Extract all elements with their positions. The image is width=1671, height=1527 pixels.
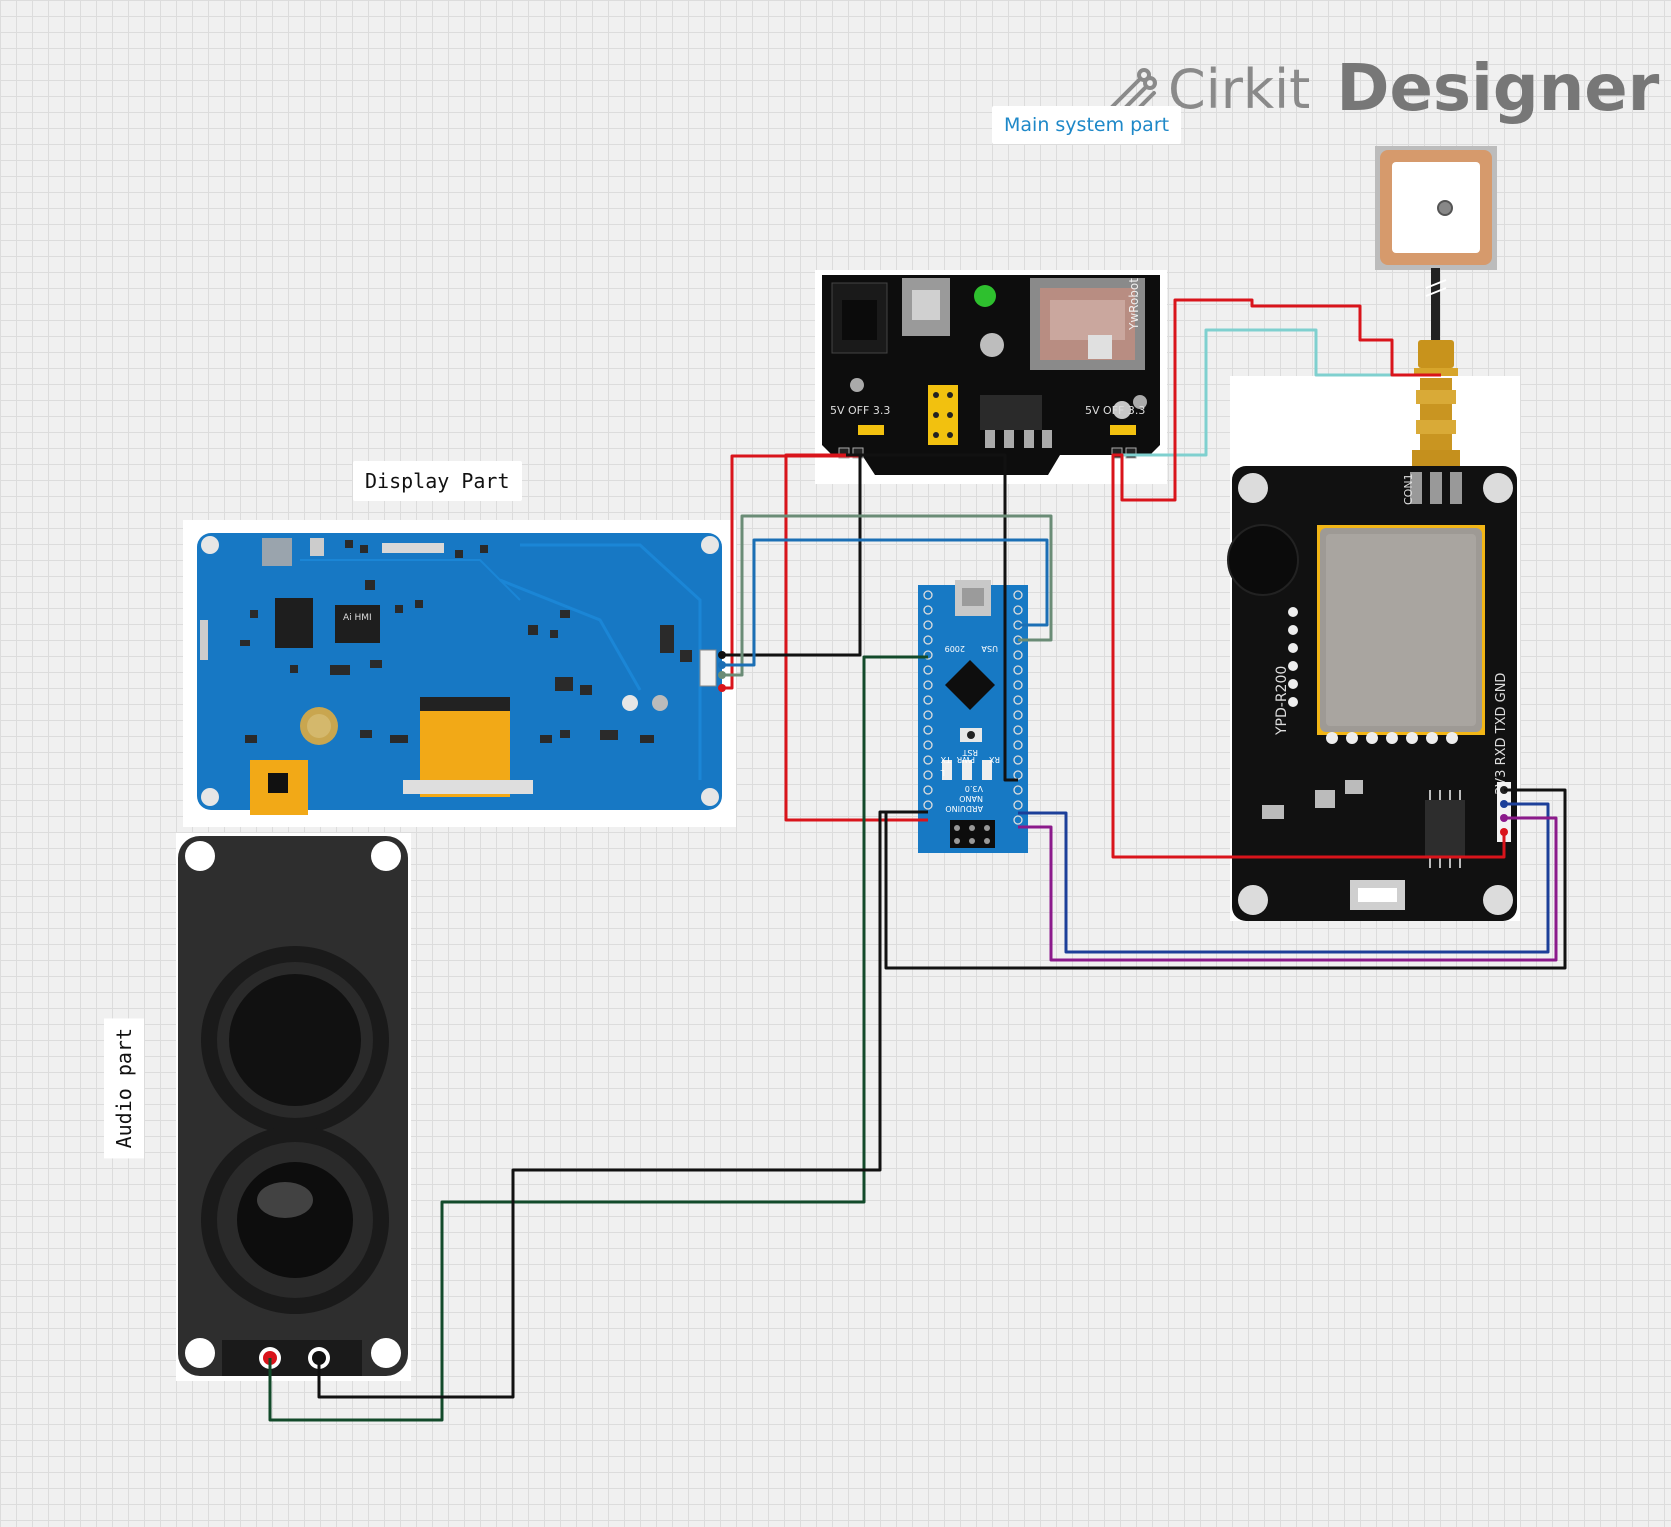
speaker[interactable]: [176, 833, 411, 1381]
nano-silk-rst: RST: [962, 748, 978, 757]
wire-gray-green[interactable]: [722, 514, 1053, 677]
cirkit-designer-brand: Cirkit Designer: [1100, 52, 1659, 126]
wire-cyan[interactable]: [1122, 328, 1434, 457]
gps-module[interactable]: YPD-R200 3V3 RXD TXD GND CON1: [1227, 376, 1520, 921]
wire-black-nano[interactable]: [846, 453, 1018, 782]
wire-red-nano-vin[interactable]: [784, 453, 928, 822]
gps-con-silk: CON1: [1402, 473, 1415, 505]
wires: [268, 298, 1567, 1422]
wire-blue[interactable]: [722, 538, 1049, 667]
main-system-label: Main system part: [992, 106, 1182, 144]
hmi-display-board[interactable]: Ai HMI: [183, 520, 736, 827]
wire-red-antenna[interactable]: [1120, 298, 1441, 502]
wire-black-speaker[interactable]: [317, 810, 928, 1399]
wire-darkgreen-speaker[interactable]: [268, 655, 928, 1422]
nano-silk-usa: USA: [981, 644, 998, 653]
nano-silk-l: L: [940, 768, 945, 777]
nano-silk-nano: NANO: [959, 794, 983, 803]
power-silk-left: 5V OFF 3.3: [830, 404, 890, 417]
power-silk-brand: YwRobot: [1127, 278, 1141, 331]
power-supply-module[interactable]: 5V OFF 3.3 5V OFF 3.3 YwRobot: [815, 270, 1167, 484]
nano-silk-year: 2009: [945, 644, 965, 653]
brand-name: Cirkit: [1168, 57, 1311, 121]
audio-part-label: Audio part: [104, 1018, 144, 1159]
nano-silk-arduino: ARDUINO: [945, 804, 983, 813]
display-chip-label: Ai HMI: [343, 613, 372, 623]
gps-antenna[interactable]: [1375, 146, 1497, 380]
arduino-nano[interactable]: ARDUINO NANO V3.0 2009 RST PWR TX RX L U…: [918, 580, 1028, 853]
gps-model-silk: YPD-R200: [1274, 666, 1290, 736]
power-silk-right: 5V OFF 3.3: [1085, 404, 1145, 417]
nano-silk-pwr: PWR: [956, 755, 975, 764]
nano-silk-rx: RX: [988, 755, 1000, 764]
gps-pins-silk: 3V3 RXD TXD GND: [1494, 673, 1509, 795]
wire-red-gps[interactable]: [1111, 453, 1506, 859]
wire-purple-gps[interactable]: [1018, 816, 1558, 962]
nano-silk-version: V3.0: [965, 784, 983, 793]
wire-navy-gps[interactable]: [1018, 802, 1550, 954]
brand-product: Designer: [1336, 52, 1660, 126]
display-part-label: Display Part: [353, 461, 522, 501]
nano-silk-tx: TX: [940, 755, 952, 764]
